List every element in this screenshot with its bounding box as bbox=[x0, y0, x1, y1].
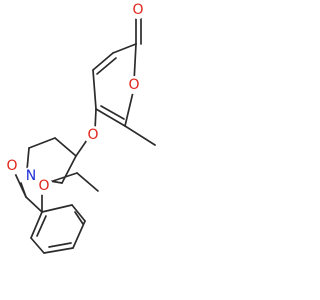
atom-o-ethoxy-label: O bbox=[38, 178, 49, 194]
bond-c2-o-ring bbox=[133, 43, 137, 83]
bond-c6-o-ring bbox=[124, 87, 135, 127]
bond-c4-c5 bbox=[92, 69, 97, 110]
atom-o-ether-link-label: O bbox=[87, 127, 98, 143]
bond-o-ethoxy-ch2 bbox=[46, 172, 78, 184]
bond-pyr-c3-c4 bbox=[54, 137, 77, 157]
atom-o-ether-link: O bbox=[84, 126, 102, 144]
bond-pyr-c5-n bbox=[26, 147, 30, 171]
bond-c5-c6 bbox=[95, 108, 126, 127]
bond-ethoxy-ch2-ch3 bbox=[76, 172, 99, 192]
bond-pyr-c2-c3 bbox=[61, 155, 77, 184]
atom-o-ether-link-bg bbox=[84, 126, 102, 144]
atom-o-carbonyl-pyranone-bg bbox=[129, 1, 147, 19]
bond-c6-methyl bbox=[124, 125, 156, 146]
atom-n-pyrrolidine-label: N bbox=[26, 168, 36, 184]
bond-o-ether-pyrrolidine bbox=[75, 139, 88, 157]
atom-labels-group: O O O N O O bbox=[3, 1, 147, 195]
atom-n-pyrrolidine: N bbox=[22, 167, 40, 185]
bond-c3-c4 bbox=[92, 52, 114, 71]
atom-o-ring-pyranone-bg bbox=[125, 76, 143, 94]
bond-benz-c6-c1 bbox=[30, 211, 43, 239]
atom-o-ring-pyranone: O bbox=[125, 76, 143, 94]
atom-n-pyrrolidine-bg bbox=[22, 167, 40, 185]
molecule-structure-canvas: O O O N O O bbox=[3, 1, 156, 254]
bonds-group bbox=[12, 15, 156, 254]
atom-o-ethoxy-bg bbox=[35, 177, 53, 195]
atom-o-carbonyl-pyranone-label: O bbox=[132, 2, 143, 18]
bond-c3-c4-double bbox=[96, 57, 117, 75]
bond-benz-c3-c4 bbox=[72, 220, 86, 249]
molecule-structure: O O O N O O bbox=[3, 1, 156, 254]
bond-benz-c2-c3 bbox=[71, 204, 86, 222]
bond-benz-inner-1 bbox=[74, 211, 84, 225]
atom-o-ring-pyranone-label: O bbox=[128, 77, 139, 93]
bond-benz-inner-2 bbox=[48, 242, 72, 248]
bond-c2-c3 bbox=[112, 43, 137, 54]
atom-o-amide-label: O bbox=[6, 158, 17, 174]
bond-benz-c5-c6 bbox=[30, 237, 45, 254]
bond-benz-c4-c5 bbox=[43, 247, 74, 254]
bond-amide-c-benz1 bbox=[25, 196, 43, 213]
atom-o-ethoxy: O bbox=[35, 177, 53, 195]
bond-c5-c6-double bbox=[100, 105, 125, 120]
atom-o-amide: O bbox=[3, 157, 21, 175]
bond-pyr-c4-c5 bbox=[28, 137, 56, 149]
atom-o-amide-bg bbox=[3, 157, 21, 175]
bond-benz-c1-c2 bbox=[41, 204, 73, 213]
atom-o-carbonyl-pyranone: O bbox=[129, 1, 147, 19]
bond-benz-inner-3 bbox=[36, 215, 47, 237]
